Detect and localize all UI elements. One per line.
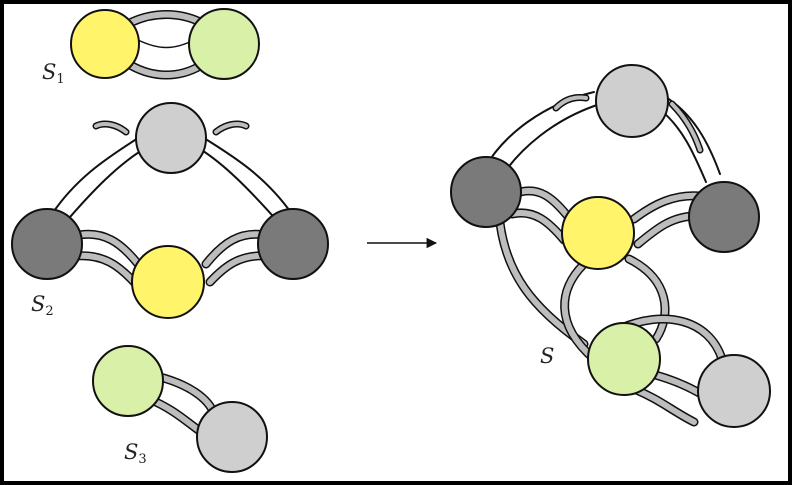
s-vertex-yellow — [561, 196, 635, 270]
s1-bands — [127, 10, 205, 80]
surface-s2 — [11, 102, 329, 319]
diagram-canvas: S1 S2 S3 S — [4, 4, 788, 481]
s2-vertex-yellow — [131, 245, 205, 319]
s3-vertex-green — [92, 345, 164, 417]
surface-s1 — [70, 8, 260, 80]
s3-vertex-gray — [196, 401, 268, 473]
s1-vertex-green — [188, 8, 260, 80]
label-s1-sub: 1 — [56, 72, 65, 87]
s-vertex-left-dark — [450, 156, 522, 228]
s2-vertex-right — [257, 208, 329, 280]
s-vertex-green — [587, 322, 661, 396]
surface-s3 — [92, 345, 268, 473]
label-s1-main: S — [42, 60, 57, 84]
s-bands — [483, 91, 727, 427]
label-s1: S1 — [42, 60, 65, 87]
label-s: S — [540, 344, 554, 368]
s-vertex-top-gray — [595, 64, 669, 138]
label-s3-main: S — [124, 440, 139, 464]
label-s2-sub: 2 — [45, 304, 54, 319]
surface-s — [450, 64, 771, 428]
diagram-svg — [11, 8, 771, 473]
s2-vertex-top — [135, 102, 207, 174]
label-s-main: S — [540, 344, 555, 368]
s1-vertex-yellow — [70, 9, 140, 79]
s-vertex-bottom-gray — [697, 354, 771, 428]
label-s3-sub: 3 — [138, 452, 147, 467]
label-s3: S3 — [124, 440, 147, 467]
s2-vertex-left — [11, 208, 83, 280]
s-vertex-right-dark — [688, 181, 760, 253]
label-s2: S2 — [31, 292, 54, 319]
label-s2-main: S — [31, 292, 46, 316]
